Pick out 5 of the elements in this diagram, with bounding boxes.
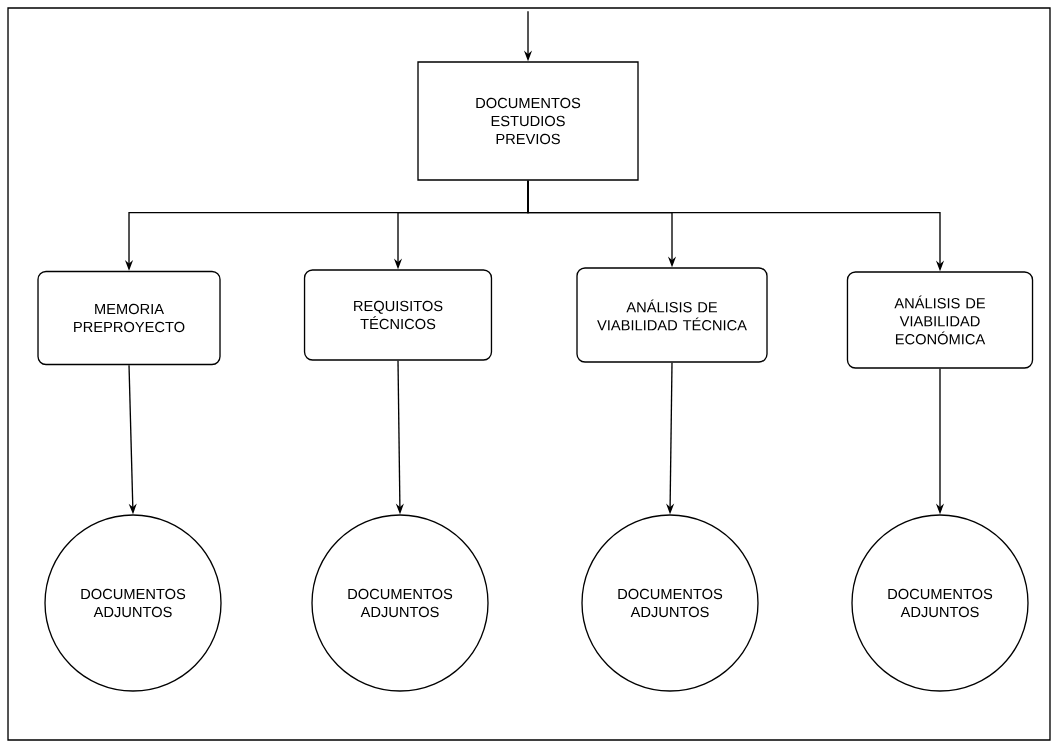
process-box: ANÁLISIS DE VIABILIDAD TÉCNICA — [576, 267, 768, 363]
process-box: DOCUMENTOS ESTUDIOS PREVIOS — [417, 61, 639, 181]
process-box: REQUISITOS TÉCNICOS — [303, 269, 493, 361]
process-box: ANÁLISIS DE VIABILIDAD ECONÓMICA — [846, 271, 1034, 369]
process-box: MEMORIA PREPROYECTO — [37, 270, 221, 366]
